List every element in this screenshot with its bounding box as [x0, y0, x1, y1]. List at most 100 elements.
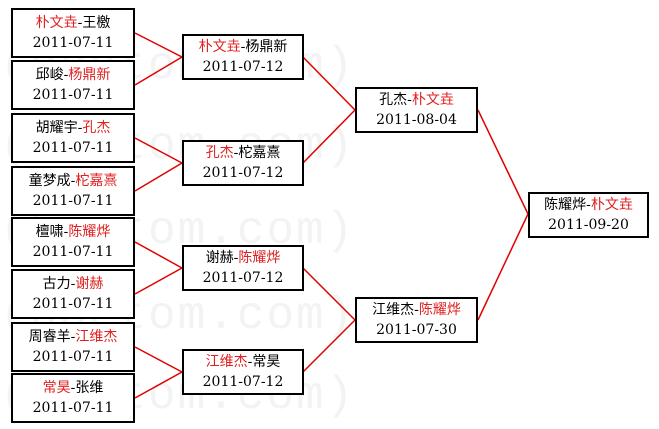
player-name: 王檄 — [82, 15, 111, 31]
match-players: 常昊-张维 — [13, 378, 133, 398]
player-name: 江维杰 — [205, 354, 248, 370]
match-box-round2[interactable]: 谢赫-陈耀烨 2011-07-12 — [182, 245, 304, 291]
player-name: 江维杰 — [75, 329, 118, 345]
player-name: 邱峻 — [35, 67, 64, 83]
connector-line — [134, 162, 183, 192]
match-date: 2011-07-11 — [32, 140, 114, 156]
match-date: 2011-07-11 — [32, 400, 114, 416]
match-box-round1[interactable]: 朴文垚-王檄 2011-07-11 — [11, 8, 135, 58]
player-name: 孔杰 — [82, 120, 111, 136]
match-players: 檀啸-陈耀烨 — [13, 222, 133, 242]
match-date: 2011-07-30 — [376, 322, 457, 338]
match-box-round2[interactable]: 朴文垚-杨鼎新 2011-07-12 — [182, 34, 304, 80]
player-name: 陈耀烨 — [238, 250, 281, 266]
match-date: 2011-09-20 — [548, 217, 629, 233]
connector-line — [134, 137, 183, 164]
connector-line — [134, 56, 183, 86]
separator: - — [586, 197, 591, 213]
player-name: 周睿羊 — [28, 329, 71, 345]
player-name: 谢赫 — [205, 250, 234, 266]
match-date: 2011-07-11 — [32, 244, 114, 260]
match-box-round2[interactable]: 孔杰-柁嘉熹 2011-07-12 — [182, 140, 304, 186]
match-players: 江维杰-常昊 — [184, 352, 302, 372]
player-name: 江维杰 — [372, 302, 415, 318]
connector-line — [134, 267, 183, 295]
separator: - — [70, 329, 76, 345]
connector-line — [134, 241, 183, 269]
match-date: 2011-07-12 — [202, 374, 284, 390]
connector-line — [302, 56, 356, 111]
player-name: 朴文垚 — [198, 39, 241, 55]
separator: - — [63, 67, 69, 83]
match-box-round1[interactable]: 檀啸-陈耀烨 2011-07-11 — [11, 217, 135, 267]
separator: - — [233, 145, 239, 161]
player-name: 常昊 — [252, 354, 281, 370]
match-date: 2011-08-04 — [376, 112, 457, 128]
match-date: 2011-07-11 — [32, 87, 114, 103]
match-box-semifinal[interactable]: 孔杰-朴文垚 2011-08-04 — [355, 87, 478, 133]
match-players: 孔杰-柁嘉熹 — [184, 143, 302, 163]
separator: - — [77, 120, 83, 136]
connector-line — [302, 109, 356, 164]
match-players: 胡耀宇-孔杰 — [13, 118, 133, 138]
connector-line — [302, 267, 356, 321]
match-players: 邱峻-杨鼎新 — [13, 65, 133, 85]
player-name: 柁嘉熹 — [238, 145, 281, 161]
player-name: 陈耀烨 — [544, 197, 587, 213]
connector-line — [477, 213, 529, 321]
match-players: 古力-谢赫 — [13, 274, 133, 294]
separator: - — [63, 224, 69, 240]
match-players: 陈耀烨-朴文垚 — [530, 195, 647, 215]
match-players: 谢赫-陈耀烨 — [184, 248, 302, 268]
player-name: 童梦成 — [28, 173, 71, 189]
separator: - — [240, 39, 246, 55]
connector-line — [477, 109, 529, 215]
separator: - — [70, 380, 76, 396]
match-date: 2011-07-11 — [32, 349, 114, 365]
match-box-round1[interactable]: 周睿羊-江维杰 2011-07-11 — [11, 322, 135, 372]
player-name: 朴文垚 — [590, 197, 633, 213]
match-players: 朴文垚-王檄 — [13, 13, 133, 33]
match-box-round1[interactable]: 常昊-张维 2011-07-11 — [11, 373, 135, 423]
match-box-semifinal[interactable]: 江维杰-陈耀烨 2011-07-30 — [355, 297, 478, 343]
player-name: 朴文垚 — [35, 15, 78, 31]
player-name: 陈耀烨 — [68, 224, 111, 240]
match-box-round1[interactable]: 胡耀宇-孔杰 2011-07-11 — [11, 113, 135, 163]
separator: - — [70, 276, 76, 292]
match-players: 朴文垚-杨鼎新 — [184, 37, 302, 57]
match-players: 江维杰-陈耀烨 — [357, 300, 476, 320]
player-name: 孔杰 — [379, 92, 408, 108]
match-box-round1[interactable]: 古力-谢赫 2011-07-11 — [11, 269, 135, 319]
player-name: 孔杰 — [205, 145, 234, 161]
player-name: 谢赫 — [75, 276, 104, 292]
separator: - — [70, 173, 76, 189]
player-name: 张维 — [75, 380, 104, 396]
match-box-round2[interactable]: 江维杰-常昊 2011-07-12 — [182, 349, 304, 395]
player-name: 朴文垚 — [411, 92, 454, 108]
separator: - — [233, 250, 239, 266]
match-date: 2011-07-11 — [32, 193, 114, 209]
connector-line — [302, 319, 356, 373]
match-box-final[interactable]: 陈耀烨-朴文垚 2011-09-20 — [528, 192, 649, 238]
player-name: 杨鼎新 — [245, 39, 288, 55]
player-name: 常昊 — [42, 380, 71, 396]
connector-line — [134, 346, 183, 373]
match-players: 童梦成-柁嘉熹 — [13, 171, 133, 191]
player-name: 古力 — [42, 276, 71, 292]
player-name: 胡耀宇 — [35, 120, 78, 136]
match-box-round1[interactable]: 童梦成-柁嘉熹 2011-07-11 — [11, 166, 135, 216]
separator: - — [77, 15, 83, 31]
match-date: 2011-07-11 — [32, 296, 114, 312]
player-name: 柁嘉熹 — [75, 173, 118, 189]
separator: - — [414, 302, 419, 318]
match-date: 2011-07-12 — [202, 165, 284, 181]
match-players: 周睿羊-江维杰 — [13, 327, 133, 347]
player-name: 檀啸 — [35, 224, 64, 240]
player-name: 杨鼎新 — [68, 67, 111, 83]
separator: - — [247, 354, 253, 370]
match-box-round1[interactable]: 邱峻-杨鼎新 2011-07-11 — [11, 60, 135, 110]
match-date: 2011-07-12 — [202, 59, 284, 75]
player-name: 陈耀烨 — [418, 302, 461, 318]
